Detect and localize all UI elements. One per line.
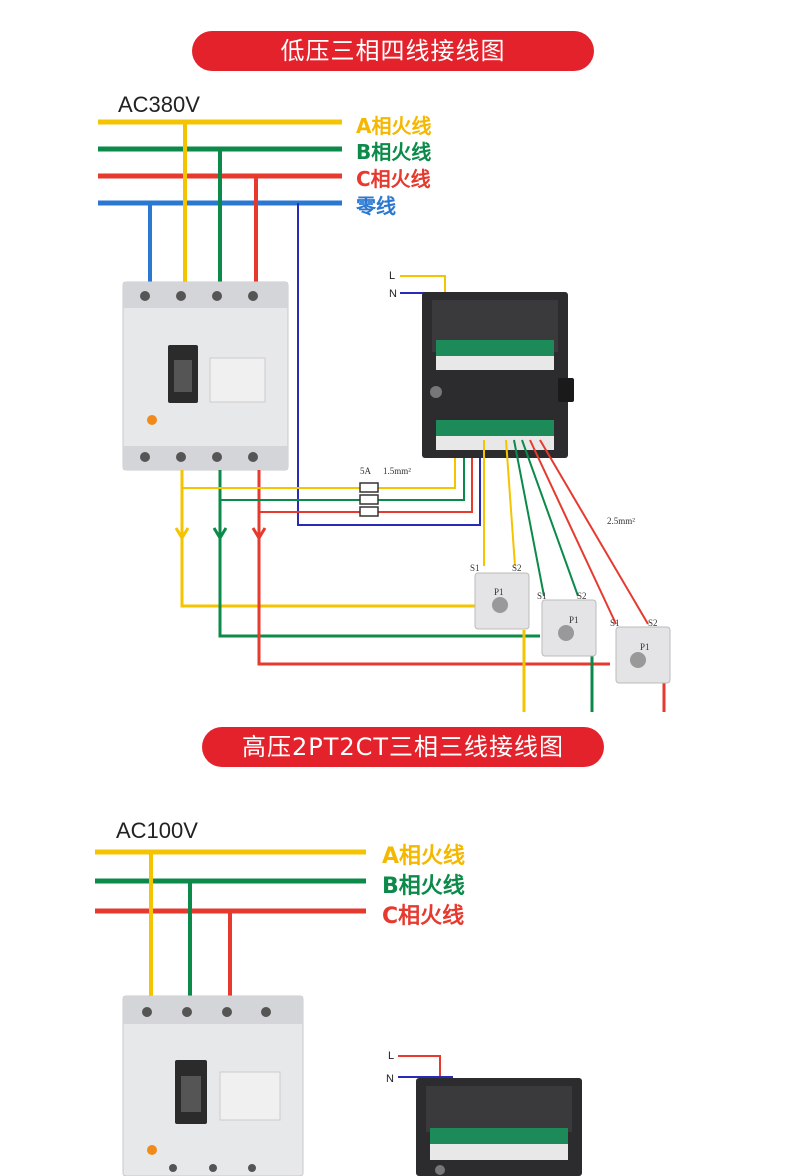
fuse-label: 5A	[360, 466, 372, 476]
section2-phase-a-label: A相火线	[382, 844, 466, 869]
section2-phase-c-label: C相火线	[382, 904, 465, 929]
svg-text:P1: P1	[640, 642, 650, 652]
section1-phase-c-label: C相火线	[356, 167, 431, 191]
meter-l-label: L	[389, 270, 395, 282]
svg-text:S1: S1	[470, 563, 480, 573]
section2-voltage-label: AC100V	[116, 818, 198, 843]
svg-text:S2: S2	[648, 618, 658, 628]
svg-text:S1: S1	[537, 591, 547, 601]
section1-phase-b-label: B相火线	[356, 140, 432, 164]
ct-b: S1 S2 P1	[537, 591, 597, 657]
section2-phase-b-label: B相火线	[382, 874, 465, 899]
ct-c: S1 S2 P1	[610, 618, 671, 684]
svg-text:S2: S2	[512, 563, 522, 573]
section1-title-banner: 低压三相四线接线图	[192, 31, 594, 71]
section2-power-meter	[416, 1078, 582, 1176]
section1-circuit-breaker	[122, 281, 289, 471]
svg-text:P1: P1	[569, 615, 579, 625]
section2-meter-l-label: L	[388, 1050, 394, 1062]
section2-title-banner: 高压2PT2CT三相三线接线图	[202, 727, 604, 767]
svg-text:S1: S1	[610, 618, 620, 628]
section1-neutral-label: 零线	[356, 194, 396, 218]
ct-a: S1 S2 P1	[470, 563, 530, 630]
section2-meter-n-label: N	[386, 1073, 394, 1085]
svg-text:S2: S2	[577, 591, 587, 601]
section1-voltage-label: AC380V	[118, 92, 200, 117]
section2-circuit-breaker	[122, 995, 304, 1176]
wire-size-small-label: 1.5mm²	[383, 466, 411, 476]
section1-diagram: 5A 1.5mm² 2.5mm² L N	[98, 119, 671, 712]
svg-text:P1: P1	[494, 587, 504, 597]
section2-diagram: L N	[95, 849, 582, 1176]
section1-power-meter	[422, 292, 574, 458]
meter-n-label: N	[389, 288, 397, 300]
section1-phase-a-label: A相火线	[356, 114, 432, 138]
wire-size-large-label: 2.5mm²	[607, 516, 635, 526]
